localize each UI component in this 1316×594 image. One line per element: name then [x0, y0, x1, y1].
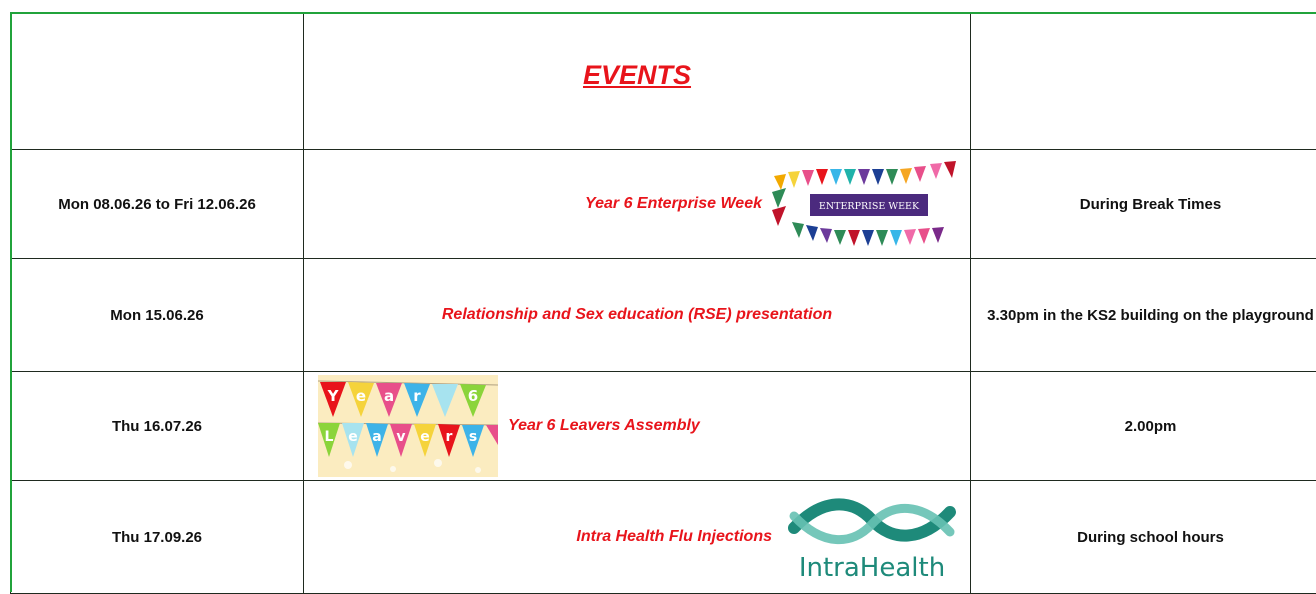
svg-text:a: a: [384, 387, 394, 405]
event-date: Thu 16.07.26: [11, 415, 303, 438]
table-row: Mon 08.06.26 to Fri 12.06.26 Year 6 Ente…: [11, 150, 1316, 259]
svg-text:Y: Y: [327, 387, 340, 405]
event-name: Year 6 Leavers Assembly: [508, 417, 700, 435]
svg-text:s: s: [469, 429, 477, 445]
svg-text:e: e: [348, 429, 358, 445]
svg-text:r: r: [413, 387, 421, 405]
event-cell: Relationship and Sex education (RSE) pre…: [304, 259, 971, 372]
frame-top-border: [10, 12, 1316, 14]
enterprise-week-banner-text: ENTERPRISE WEEK: [819, 201, 920, 212]
svg-text:r: r: [446, 429, 453, 445]
event-date: Thu 17.09.26: [11, 526, 303, 549]
header-empty-right: [971, 13, 1316, 150]
bunting-flags-bottom: [792, 222, 944, 246]
event-time: 2.00pm: [971, 415, 1316, 438]
table-row: Mon 15.06.26 Relationship and Sex educat…: [11, 259, 1316, 372]
header-row: EVENTS: [11, 13, 1316, 150]
event-time: 3.30pm in the KS2 building on the playgr…: [971, 304, 1316, 327]
svg-text:L: L: [325, 429, 334, 445]
table-row: Thu 16.07.26: [11, 372, 1316, 481]
event-name: Intra Health Flu Injections: [576, 528, 772, 546]
svg-text:6: 6: [468, 387, 478, 405]
time-cell: During Break Times: [971, 150, 1316, 259]
date-cell: Mon 15.06.26: [11, 259, 304, 372]
time-cell: 3.30pm in the KS2 building on the playgr…: [971, 259, 1316, 372]
frame-left-border: [10, 12, 12, 592]
bunting-flags-top: [774, 161, 956, 190]
date-cell: Thu 17.09.26: [11, 481, 304, 594]
event-name: Relationship and Sex education (RSE) pre…: [442, 306, 832, 323]
event-cell: Year 6 Enterprise Week: [304, 150, 971, 259]
header-title-cell: EVENTS: [304, 13, 971, 150]
event-time: During Break Times: [971, 193, 1316, 216]
event-date: Mon 08.06.26 to Fri 12.06.26: [11, 193, 303, 216]
date-cell: Mon 08.06.26 to Fri 12.06.26: [11, 150, 304, 259]
time-cell: During school hours: [971, 481, 1316, 594]
table-row: Thu 17.09.26 Intra Health Flu Injections…: [11, 481, 1316, 594]
intrahealth-logo: IntraHealth: [782, 492, 962, 582]
intrahealth-logo-text: IntraHealth: [799, 553, 945, 582]
svg-text:e: e: [420, 429, 430, 445]
time-cell: 2.00pm: [971, 372, 1316, 481]
svg-text:e: e: [356, 387, 366, 405]
header-empty-left: [11, 13, 304, 150]
enterprise-week-bunting-image: ENTERPRISE WEEK: [772, 158, 962, 250]
page-title: EVENTS: [583, 60, 691, 91]
event-time: During school hours: [971, 526, 1316, 549]
event-date: Mon 15.06.26: [11, 304, 303, 327]
svg-text:a: a: [372, 429, 381, 445]
svg-text:v: v: [396, 429, 405, 445]
event-name: Year 6 Enterprise Week: [585, 195, 762, 213]
events-table: EVENTS Mon 08.06.26 to Fri 12.06.26 Year…: [10, 12, 1316, 594]
date-cell: Thu 16.07.26: [11, 372, 304, 481]
event-cell: Intra Health Flu Injections IntraHealth: [304, 481, 971, 594]
